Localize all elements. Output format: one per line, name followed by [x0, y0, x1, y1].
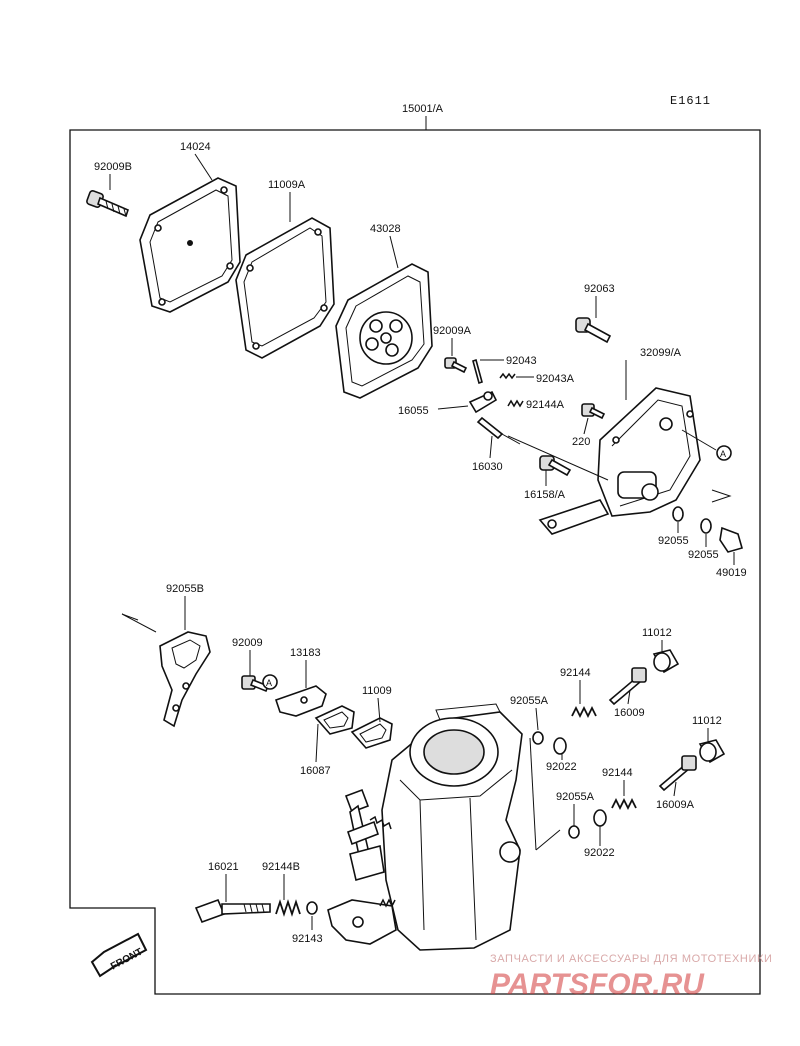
cover-plate-13183 — [274, 685, 327, 717]
callout-43028: 43028 — [370, 223, 401, 235]
cap-11012-2 — [698, 739, 726, 764]
oring-92055A-1 — [532, 731, 544, 745]
screw-16009A — [658, 755, 697, 792]
callout-11012-2: 11012 — [692, 715, 722, 727]
callout-92143: 92143 — [292, 933, 323, 945]
callout-92055-2: 92055 — [688, 549, 719, 561]
screw-92063 — [575, 317, 612, 344]
callout-92009: 92009 — [232, 637, 263, 649]
callout-92055-1: 92055 — [658, 535, 689, 547]
callout-16009A: 16009A — [656, 799, 695, 811]
screw-92009A — [444, 357, 468, 374]
cap-11012-1 — [652, 649, 680, 674]
callout-13183: 13183 — [290, 647, 321, 659]
cover-14024 — [139, 177, 241, 313]
callout-220: 220 — [572, 436, 590, 448]
oring-92055A-2 — [568, 825, 580, 839]
callout-14024: 14024 — [180, 141, 211, 153]
callout-92009A: 92009A — [433, 325, 472, 337]
cover-assembly-32099A — [538, 387, 701, 535]
callout-92063: 92063 — [584, 283, 615, 295]
callout-92022-1: 92022 — [546, 761, 577, 773]
diagram-code: E1611 — [670, 94, 711, 108]
assembly-label: 15001/A — [402, 103, 444, 115]
svg-text:A: A — [266, 678, 272, 688]
screw-92009B — [86, 190, 129, 218]
washer-92055-2 — [700, 518, 712, 534]
callout-92144-1: 92144 — [560, 667, 591, 679]
callout-32099A: 32099/A — [640, 347, 682, 359]
gasket-11009 — [350, 717, 393, 749]
callout-16009: 16009 — [614, 707, 645, 719]
screw-220 — [581, 403, 606, 420]
callout-49019: 49019 — [716, 567, 747, 579]
spring-92144-1 — [571, 705, 597, 719]
ref-marker-upper: A — [716, 445, 732, 461]
washer-92022-2 — [593, 809, 607, 827]
screw-16009 — [608, 667, 647, 706]
callout-92055B: 92055B — [166, 583, 204, 595]
callout-92009B: 92009B — [94, 161, 132, 173]
watermark-tagline: ЗАПЧАСТИ И АКСЕССУАРЫ ДЛЯ МОТОТЕХНИКИ — [490, 953, 772, 965]
lever-16055 — [468, 390, 498, 414]
watermark-brand: PARTSFOR.RU — [490, 968, 705, 1001]
pin-92043 — [472, 358, 483, 385]
front-direction-arrow: FRONT — [90, 932, 148, 978]
callout-11009: 11009 — [362, 685, 392, 697]
washer-92022-1 — [553, 737, 567, 755]
gasket-11009A — [235, 217, 335, 359]
callout-92043: 92043 — [506, 355, 537, 367]
callout-92144-2: 92144 — [602, 767, 633, 779]
screw-16158A — [539, 455, 572, 477]
callout-16055: 16055 — [398, 405, 429, 417]
screw-16021 — [194, 898, 271, 924]
spring-92043A — [499, 372, 516, 380]
carburetor-body — [327, 703, 523, 951]
callout-16030: 16030 — [472, 461, 503, 473]
needle-16030 — [476, 416, 521, 445]
callout-92144B: 92144B — [262, 861, 300, 873]
callout-92055A-1: 92055A — [510, 695, 549, 707]
gasket-92055B — [159, 631, 211, 728]
callout-16158A: 16158/A — [524, 489, 566, 501]
callout-11009A: 11009A — [268, 179, 306, 191]
callout-92022-2: 92022 — [584, 847, 615, 859]
oring-92143 — [306, 901, 318, 915]
arrow-left — [121, 613, 157, 633]
washer-92055-1 — [672, 506, 684, 522]
plug-49019 — [719, 526, 743, 553]
assembly-frame — [69, 129, 761, 995]
ref-marker-lower: A — [262, 674, 278, 690]
assembly-guide-line — [507, 435, 609, 481]
spring-92144A — [507, 399, 524, 408]
spring-92144-2 — [611, 797, 637, 811]
gasket-16087 — [314, 705, 355, 735]
svg-text:A: A — [720, 449, 726, 459]
callout-92043A: 92043A — [536, 373, 575, 385]
callout-16021: 16021 — [208, 861, 239, 873]
callout-92144A: 92144A — [526, 399, 565, 411]
spring-92144B — [275, 899, 301, 917]
arrow-right — [711, 489, 732, 503]
callout-92055A-2: 92055A — [556, 791, 595, 803]
callout-16087: 16087 — [300, 765, 331, 777]
diaphragm-43028 — [335, 263, 433, 399]
callout-11012-1: 11012 — [642, 627, 672, 639]
